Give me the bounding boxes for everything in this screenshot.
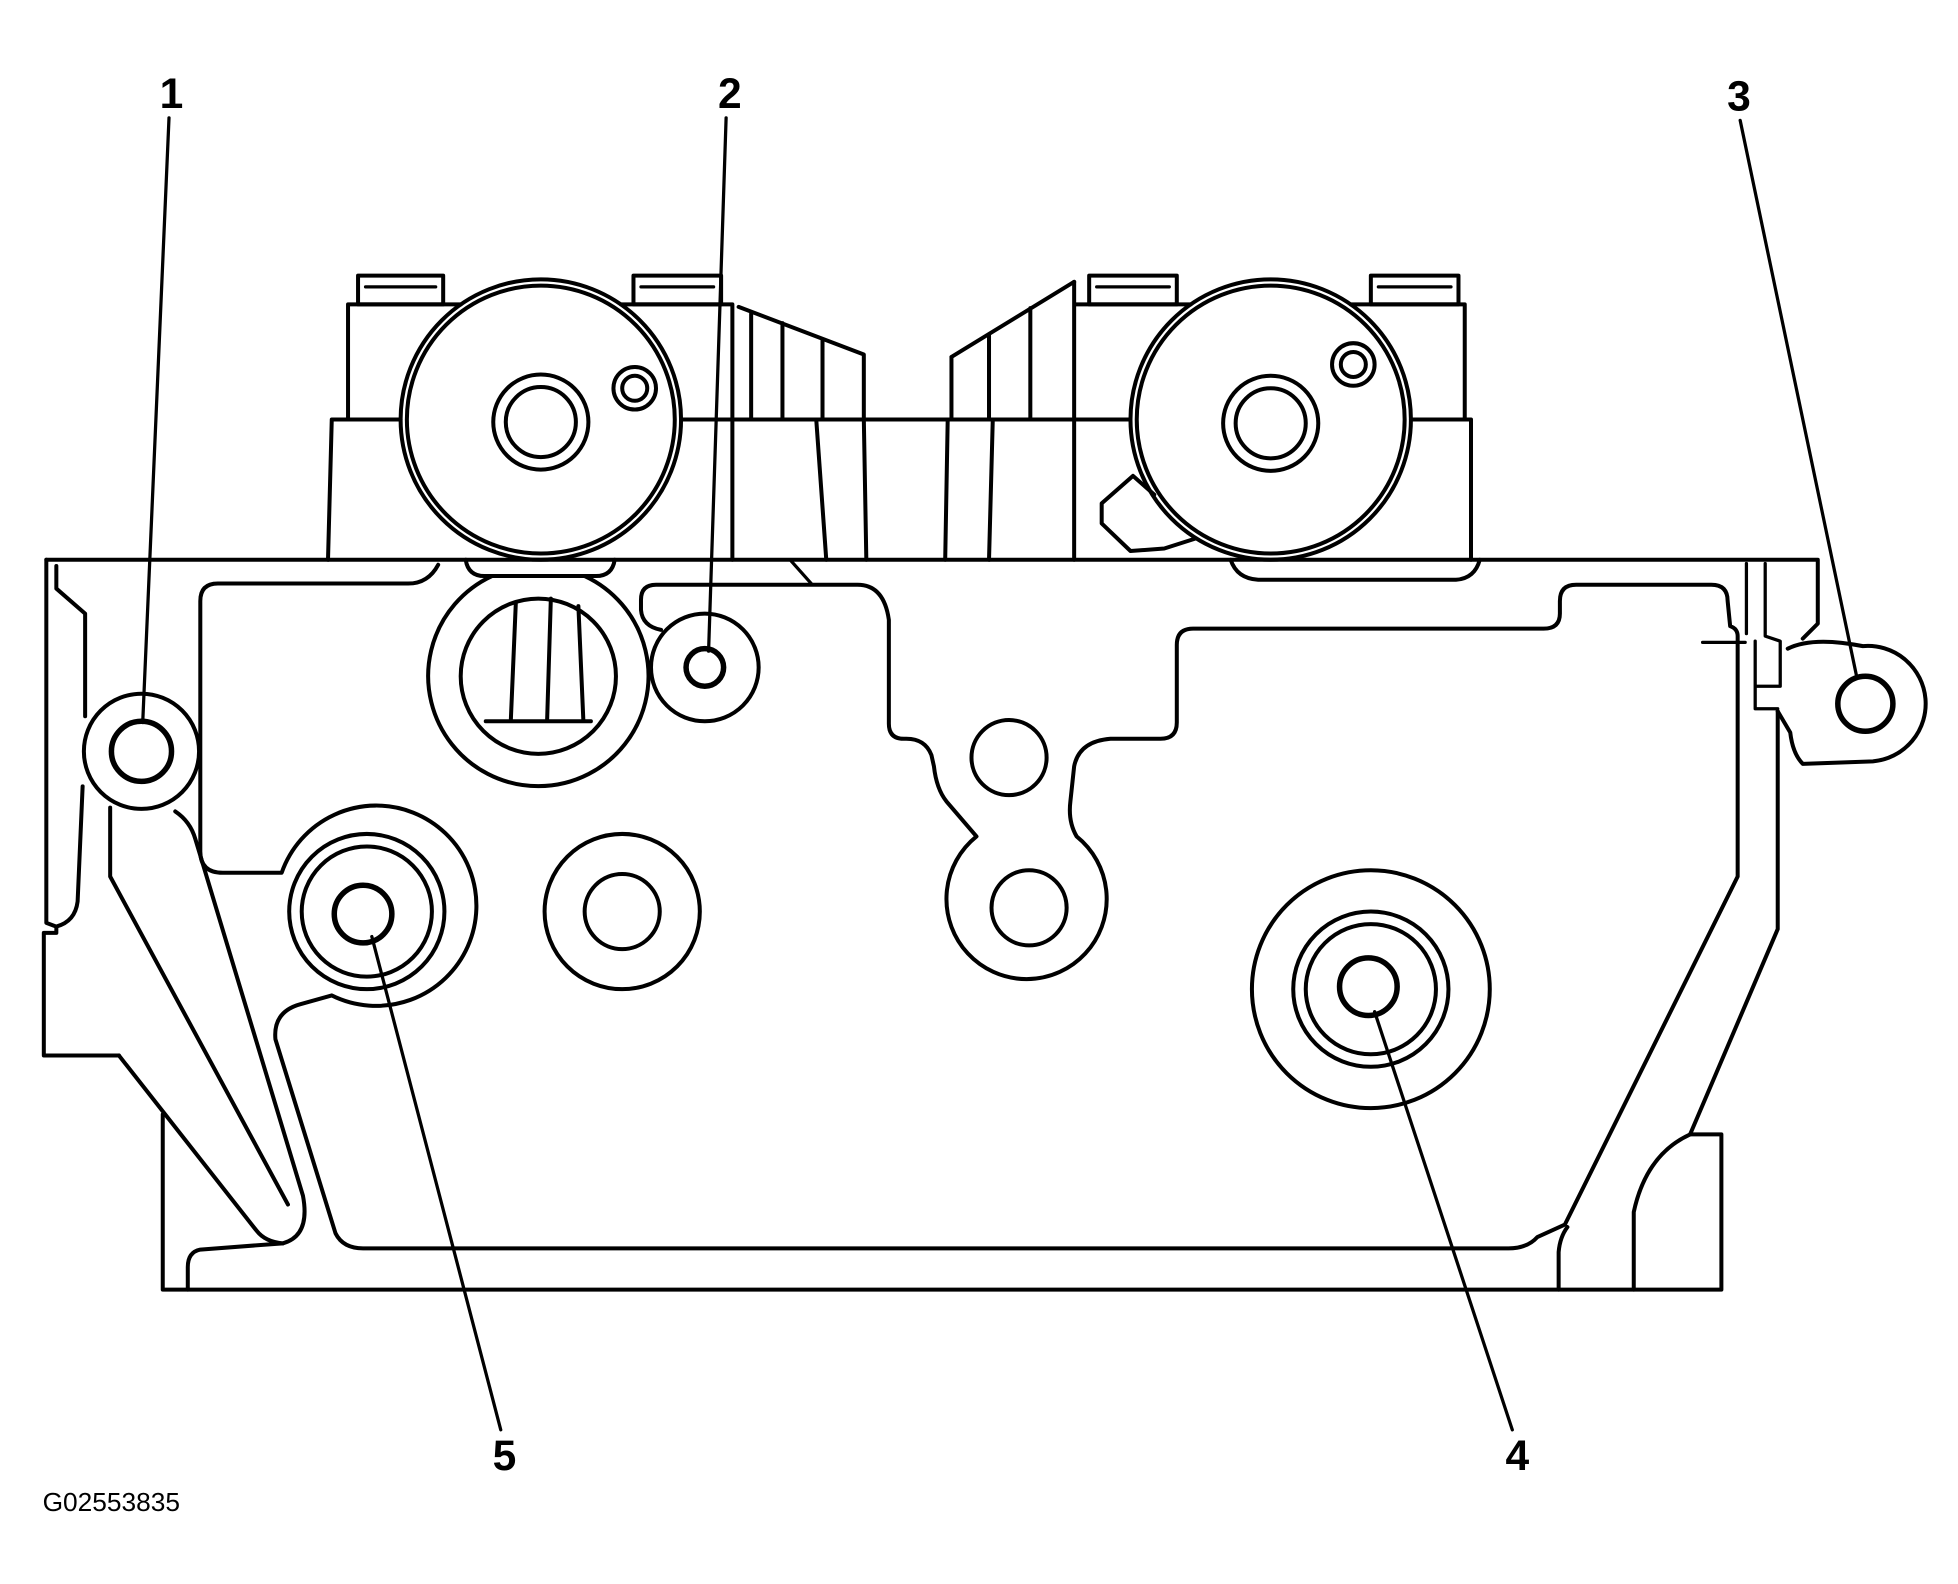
left-inner-diagonal	[108, 805, 290, 1207]
right-outer-edge	[1688, 709, 1780, 1137]
bolt-4-hole	[1336, 955, 1400, 1019]
sprocket-right-inner-rim	[1134, 283, 1407, 556]
middle-deck-detail	[789, 559, 813, 586]
sprocket-right-hub-inner	[1233, 386, 1308, 461]
port-ring-cap	[463, 557, 617, 579]
callout-label-5: 5	[493, 1432, 517, 1480]
bolt-5-ring-inner	[299, 844, 434, 979]
base-outline	[160, 1112, 1724, 1292]
deck-line	[44, 557, 1820, 641]
callouts: 1 2 3 4 5	[141, 70, 1859, 1480]
port-ring-inner	[458, 596, 618, 756]
port-ribs	[483, 596, 593, 724]
camshaft-middle-structure	[679, 279, 1133, 586]
right-inner-step	[1631, 1132, 1693, 1292]
cap-bolt-right-1	[1087, 273, 1179, 307]
left-ledge	[173, 809, 307, 1292]
sprocket-left-pin-inner	[620, 373, 650, 403]
bolt-1-boss	[81, 691, 202, 811]
bolt-4-ring-outer	[1291, 909, 1451, 1069]
camshaft-housing-left	[325, 273, 735, 562]
callout-leader-5	[370, 934, 503, 1432]
sprocket-right-hub-outer	[1221, 373, 1321, 473]
right-deck-pad	[1228, 557, 1482, 582]
cap-bolt-left-2	[631, 273, 724, 307]
left-flange-detail	[54, 564, 88, 929]
sprocket-right-pin-outer	[1330, 341, 1377, 388]
bolt-2-hole	[683, 645, 727, 689]
callout-leader-2	[706, 116, 728, 653]
lower-dowel-hole	[989, 868, 1069, 948]
bolt-3-hole	[1835, 673, 1896, 735]
cap-bolt-right-2	[1368, 273, 1461, 307]
bolt-2-boss	[648, 611, 761, 724]
sprocket-left-outer-rim	[398, 277, 684, 562]
middle-left-block	[736, 304, 869, 562]
cylinder-head-body	[41, 557, 1928, 1292]
callout-leader-1	[141, 116, 171, 725]
bolt-3-bracket	[1775, 639, 1928, 766]
port-ring-outer	[426, 574, 651, 789]
bolt-5-ring-outer	[287, 831, 447, 992]
callout-label-4: 4	[1505, 1432, 1529, 1480]
right-top-tab	[1700, 561, 1782, 711]
upper-dowel-hole	[969, 718, 1049, 798]
figure-id: G02553835	[43, 1487, 180, 1517]
bolt-1-hole	[108, 718, 175, 785]
callout-leader-4	[1372, 1010, 1514, 1432]
bolt-4-boss	[1249, 868, 1492, 1111]
gasket-surface-outline	[198, 562, 1740, 1251]
camshaft-housing-right	[1072, 273, 1474, 562]
sprocket-left-hub-outer	[491, 372, 591, 472]
sensor-tab	[1099, 473, 1198, 554]
left-outer-edge	[41, 557, 121, 1058]
center-boss	[542, 831, 702, 992]
sprocket-left-hub-inner	[503, 385, 578, 460]
sprocket-left-inner-rim	[404, 283, 677, 556]
housing-left-outline	[325, 302, 735, 562]
bolt-5-hole	[331, 882, 395, 946]
center-boss-hole	[582, 871, 662, 952]
callout-label-2: 2	[718, 70, 742, 118]
cap-bolt-left-1	[356, 273, 446, 307]
right-ledge	[1556, 1225, 1570, 1292]
bolt-bosses	[81, 611, 1896, 1111]
callout-label-3: 3	[1727, 72, 1751, 120]
callout-leader-3	[1738, 118, 1859, 678]
port-ring	[426, 557, 651, 789]
sprocket-left-pin-outer	[611, 364, 659, 412]
sprocket-right-pin-inner	[1338, 349, 1368, 379]
sprocket-right-outer-rim	[1128, 277, 1413, 562]
middle-right-block	[943, 279, 1077, 562]
bolt-4-ring-inner	[1303, 922, 1438, 1057]
callout-label-1: 1	[160, 70, 184, 118]
